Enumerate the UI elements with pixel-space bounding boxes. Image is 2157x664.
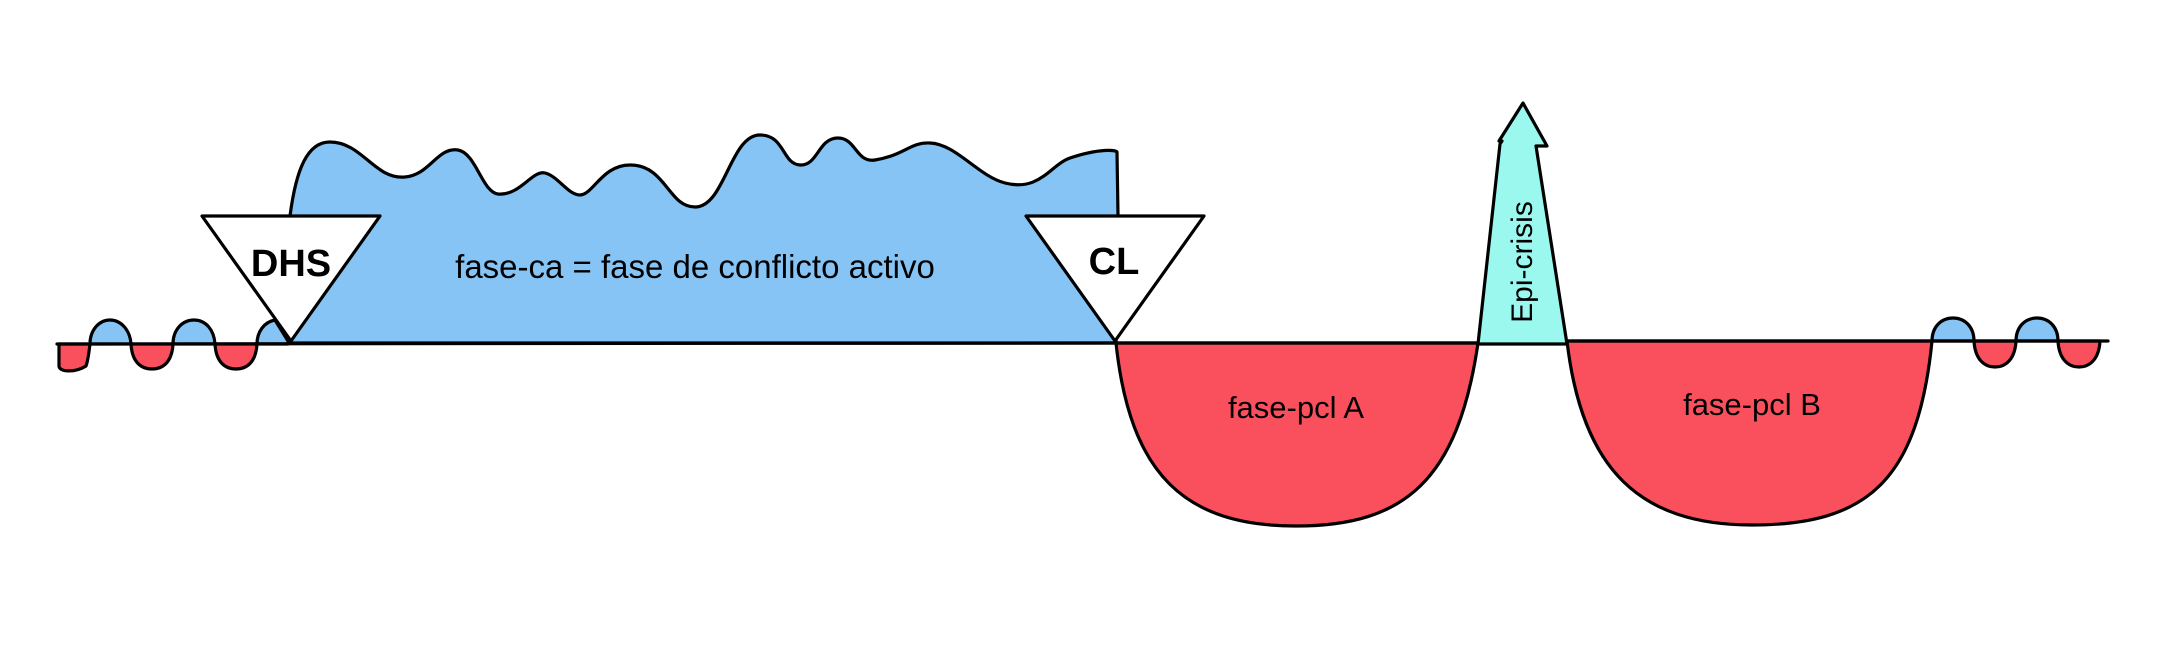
healing-phase-a: fase-pcl A xyxy=(1114,341,1480,528)
right-wave-down-2 xyxy=(2056,339,2102,369)
epicrisis-spike: Epi-crisis xyxy=(1476,101,1569,346)
healing-b-shape xyxy=(1565,339,1934,527)
baseline xyxy=(55,339,2110,346)
dhs-marker: DHS xyxy=(200,214,382,343)
right-normal-oscillation xyxy=(1930,316,2102,369)
left-wave-up-2 xyxy=(171,318,217,346)
right-wave-up-1 xyxy=(1930,316,1976,343)
left-wave-up-1 xyxy=(88,318,133,346)
dhs-label: DHS xyxy=(251,243,331,285)
epicrisis-label: Epi-crisis xyxy=(1506,201,1539,323)
healing-phase-b: fase-pcl B xyxy=(1565,339,1934,527)
conflict-phase-label: fase-ca = fase de conflicto activo xyxy=(455,248,935,285)
epicrisis-shape xyxy=(1476,101,1569,346)
left-wave-up-3 xyxy=(255,318,290,346)
left-wave-down-1 xyxy=(57,342,92,373)
right-wave-up-2 xyxy=(2014,316,2060,343)
left-wave-down-2 xyxy=(129,342,175,371)
healing-a-label: fase-pcl A xyxy=(1228,390,1364,425)
cl-label: CL xyxy=(1089,241,1140,283)
left-wave-down-3 xyxy=(213,342,259,371)
conflict-active-area xyxy=(287,133,1120,345)
left-normal-oscillation xyxy=(57,318,290,373)
cl-marker: CL xyxy=(1024,214,1206,343)
cl-triangle xyxy=(1024,214,1206,343)
dhs-triangle xyxy=(200,214,382,343)
right-wave-down-1 xyxy=(1972,339,2018,369)
healing-a-shape xyxy=(1114,341,1480,528)
healing-b-label: fase-pcl B xyxy=(1683,387,1821,422)
